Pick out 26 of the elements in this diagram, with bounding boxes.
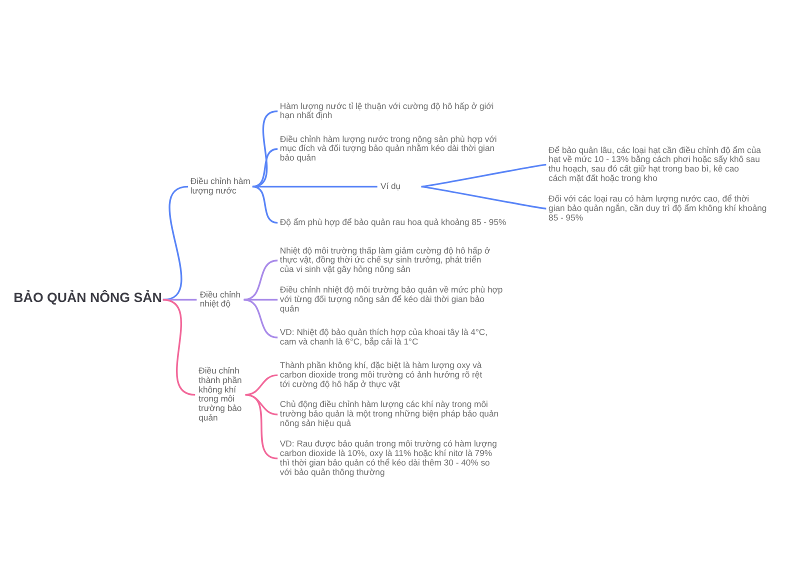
- node-text: Chủ động điều chỉnh hàm lượng các khí này trong môi trường bảo quản là một trong những biện pháp bảo quản nông sản hiệu quả: [280, 399, 499, 428]
- node-text: VD: Nhiệt độ bảo quản thích hợp của khoai tây là 4°C, cam và chanh là 6°C, bắp cải là 1°C: [280, 326, 488, 346]
- node-text: Độ ẩm phù hợp để bảo quản rau hoa quả khoảng 85 - 95%: [280, 217, 506, 228]
- node-text: Điều chỉnh nhiệt độ: [200, 289, 241, 309]
- connector: [244, 298, 278, 338]
- node-text: Hàm lượng nước tỉ lệ thuận với cường độ hô hấp ở giới hạn nhất định: [280, 100, 494, 120]
- connector: [252, 148, 278, 188]
- connector: [244, 260, 278, 301]
- node-text: Điều chỉnh nhiệt độ môi trường bảo quản về mức phù hợp với từng đối tượng nông sản để kéo dài thời gian bảo quản: [280, 284, 503, 314]
- connector: [245, 394, 278, 460]
- connector: [421, 186, 546, 210]
- node-text: VD: Rau được bảo quản trong môi trường có hàm lượng carbon dioxide là 10%, oxy là 11% hoặc khí nitơ là 79% thì thời gian bảo quản có thể kéo dài thêm 30 - 40% so với bảo quản thông thường: [280, 438, 497, 477]
- node-text: Để bảo quản lâu, các loại hạt cần điều chỉnh độ ẩm của hạt về mức 10 - 13% bằng cách phơi hoặc sấy khô sau thu hoạch, sau đó cất giữ hạt trong bao bì, kê cao cách mặt đất hoặc trong kho: [548, 144, 761, 184]
- node-text: Thành phần không khí, đặc biệt là hàm lượng oxy và carbon dioxide trong môi trường có ảnh hưởng rõ rệt tới cường độ hô hấp ở thực vật: [280, 360, 482, 389]
- connector: [162, 298, 196, 396]
- node-text: Đối với các loại rau có hàm lượng nước cao, để thời gian bảo quản ngắn, cần duy trì độ ẩm không khí khoảng 85 - 95%: [548, 193, 767, 222]
- node-text: Điều chỉnh thành phần không khí trong môi trường bảo quản: [198, 365, 242, 423]
- connector: [252, 110, 278, 188]
- node-text: Ví dụ: [380, 180, 401, 191]
- connector: [245, 374, 278, 396]
- node-text: Nhiệt độ môi trường thấp làm giảm cường độ hô hấp ở thực vật, đồng thời ức chế sự sinh trưởng, phát triển của vi sinh vật gây hỏng nông sản: [280, 245, 490, 274]
- connector: [421, 164, 546, 188]
- node-text: Điều chỉnh hàm lượng nước trong nông sản phù hợp với mục đích và đối tượng bảo quản nhằm kéo dài thời gian bảo quản: [280, 134, 497, 163]
- connector: [162, 186, 188, 301]
- node-text: Điều chỉnh hàm lượng nước: [190, 176, 250, 196]
- node-text: BẢO QUẢN NÔNG SẢN: [14, 290, 162, 306]
